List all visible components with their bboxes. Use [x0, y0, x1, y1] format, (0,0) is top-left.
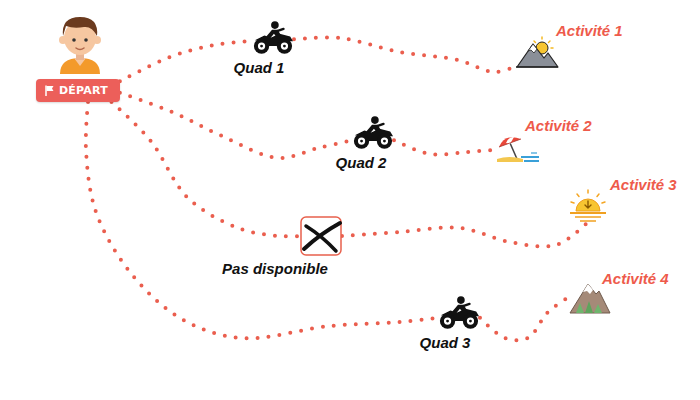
dotted-route	[112, 102, 300, 236]
quad-icon	[254, 21, 293, 53]
start-button: DÉPART	[36, 79, 120, 102]
mountain-forest-icon	[570, 284, 610, 313]
activity-node: Activité 1	[516, 36, 558, 68]
beach-icon	[497, 137, 539, 162]
dotted-route	[86, 102, 438, 338]
dotted-route	[342, 222, 588, 247]
quad-node: Quad 1	[252, 20, 294, 55]
activity-node: Activité 3	[568, 190, 608, 222]
quad-node: Pas disponible	[300, 216, 342, 256]
sunset-icon	[570, 190, 606, 221]
start-label: DÉPART	[59, 84, 108, 97]
activity-label: Activité 1	[556, 22, 623, 39]
dotted-route	[394, 140, 497, 154]
dotted-route	[480, 296, 570, 340]
activity-label: Activité 2	[525, 117, 592, 134]
quad-icon	[354, 116, 393, 148]
quad-node: Quad 2	[352, 115, 394, 150]
dotted-route	[120, 41, 252, 81]
activity-node: Activité 4	[570, 282, 610, 314]
dotted-route	[120, 93, 352, 158]
avatar	[59, 17, 101, 74]
activity-label: Activité 4	[602, 270, 669, 287]
quad-node: Quad 3	[438, 295, 480, 330]
activity-node: Activité 2	[497, 133, 539, 163]
flag-icon	[45, 85, 54, 96]
mountain-sun-icon	[516, 37, 558, 67]
quad-icon	[440, 296, 479, 328]
quad-label: Quad 1	[234, 59, 285, 76]
dotted-route	[294, 37, 516, 72]
quad-label: Quad 2	[336, 154, 387, 171]
unavailable-cross	[301, 217, 341, 255]
activity-label: Activité 3	[610, 176, 677, 193]
quad-label: Pas disponible	[222, 260, 328, 277]
quad-label: Quad 3	[420, 334, 471, 351]
